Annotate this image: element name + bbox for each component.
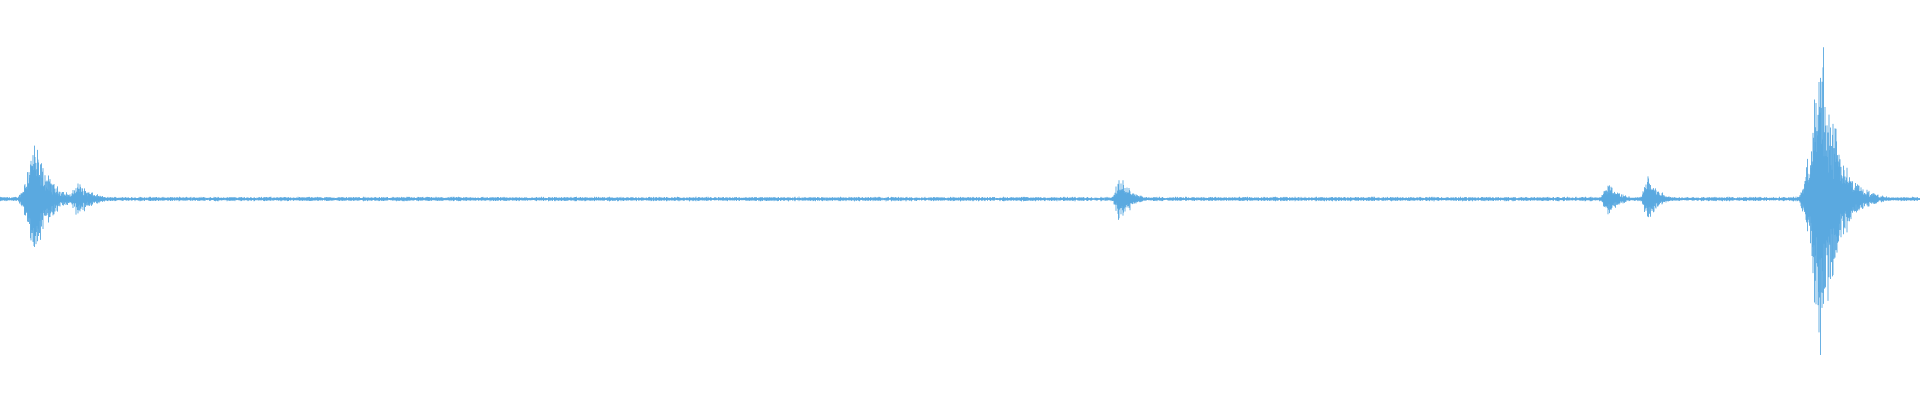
waveform-trace — [0, 47, 1920, 356]
